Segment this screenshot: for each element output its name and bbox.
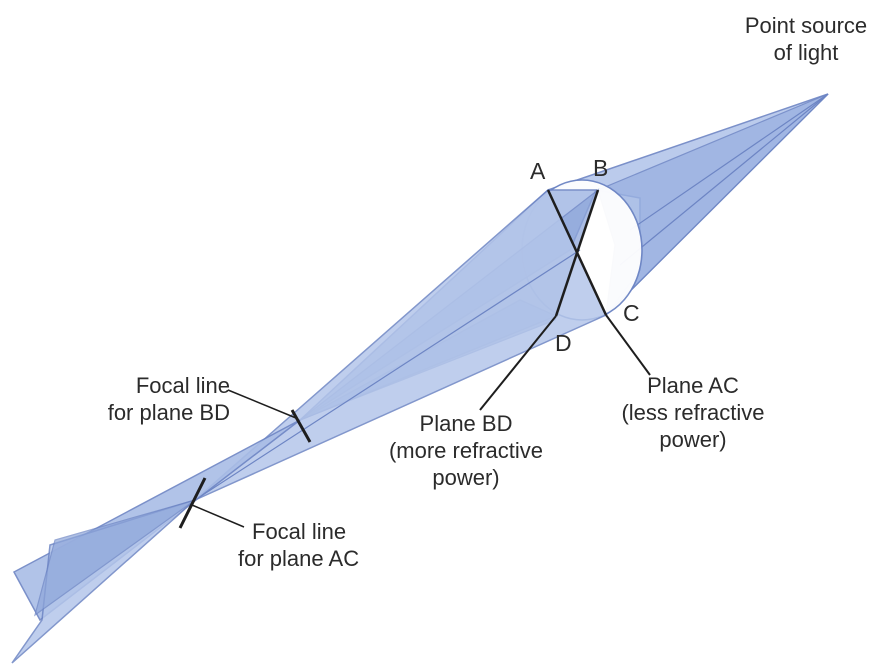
diverge-center — [33, 499, 196, 617]
incident-ray-2 — [619, 93, 829, 266]
plane-bd-label-line3: power) — [432, 465, 500, 490]
focal-line-bd-label: Focal line for plane BD — [36, 372, 230, 426]
plane-ac-label-line1: Plane AC — [647, 373, 739, 398]
focal-line-ac-label-line2: for plane AC — [238, 546, 360, 571]
focal-line-ac-label-line1: Focal line — [252, 519, 347, 544]
plane-ac-label-line2: (less refractive — [621, 400, 765, 425]
focal-line-bd-label-line1: Focal line — [135, 373, 230, 398]
plane-ac-leader — [605, 314, 651, 376]
light-source-label-line2: of light — [773, 40, 839, 65]
plane-bd-line — [554, 189, 600, 317]
plane-bd-label: Plane BD (more refractive power) — [366, 410, 566, 491]
light-source-label: Point source of light — [722, 12, 890, 66]
incident-ray-1 — [629, 93, 829, 231]
beam-ac-ray — [194, 249, 581, 501]
point-a-label: A — [530, 158, 546, 184]
focal-line-bd — [290, 409, 312, 443]
point-c-label: C — [623, 300, 640, 326]
focal-line-ac-label: Focal line for plane AC — [238, 518, 359, 572]
focal-line-bd-label-line2: for plane BD — [107, 400, 230, 425]
point-d-label: D — [555, 330, 572, 356]
focal-line-ac — [178, 477, 207, 529]
plane-bd-label-line1: Plane BD — [419, 411, 513, 436]
plane-ac-label-line3: power) — [659, 427, 727, 452]
plane-bd-leader — [479, 315, 557, 411]
plane-ac-label: Plane AC (less refractive power) — [593, 372, 793, 453]
focal-line-bd-leader — [227, 389, 297, 419]
light-source-label-line1: Point source — [744, 13, 868, 38]
incident-light-cone — [547, 93, 829, 317]
point-b-label: B — [593, 155, 609, 181]
plane-bd-label-line2: (more refractive — [388, 438, 544, 463]
focal-line-ac-leader — [191, 504, 245, 528]
diverging-beams — [11, 419, 301, 664]
